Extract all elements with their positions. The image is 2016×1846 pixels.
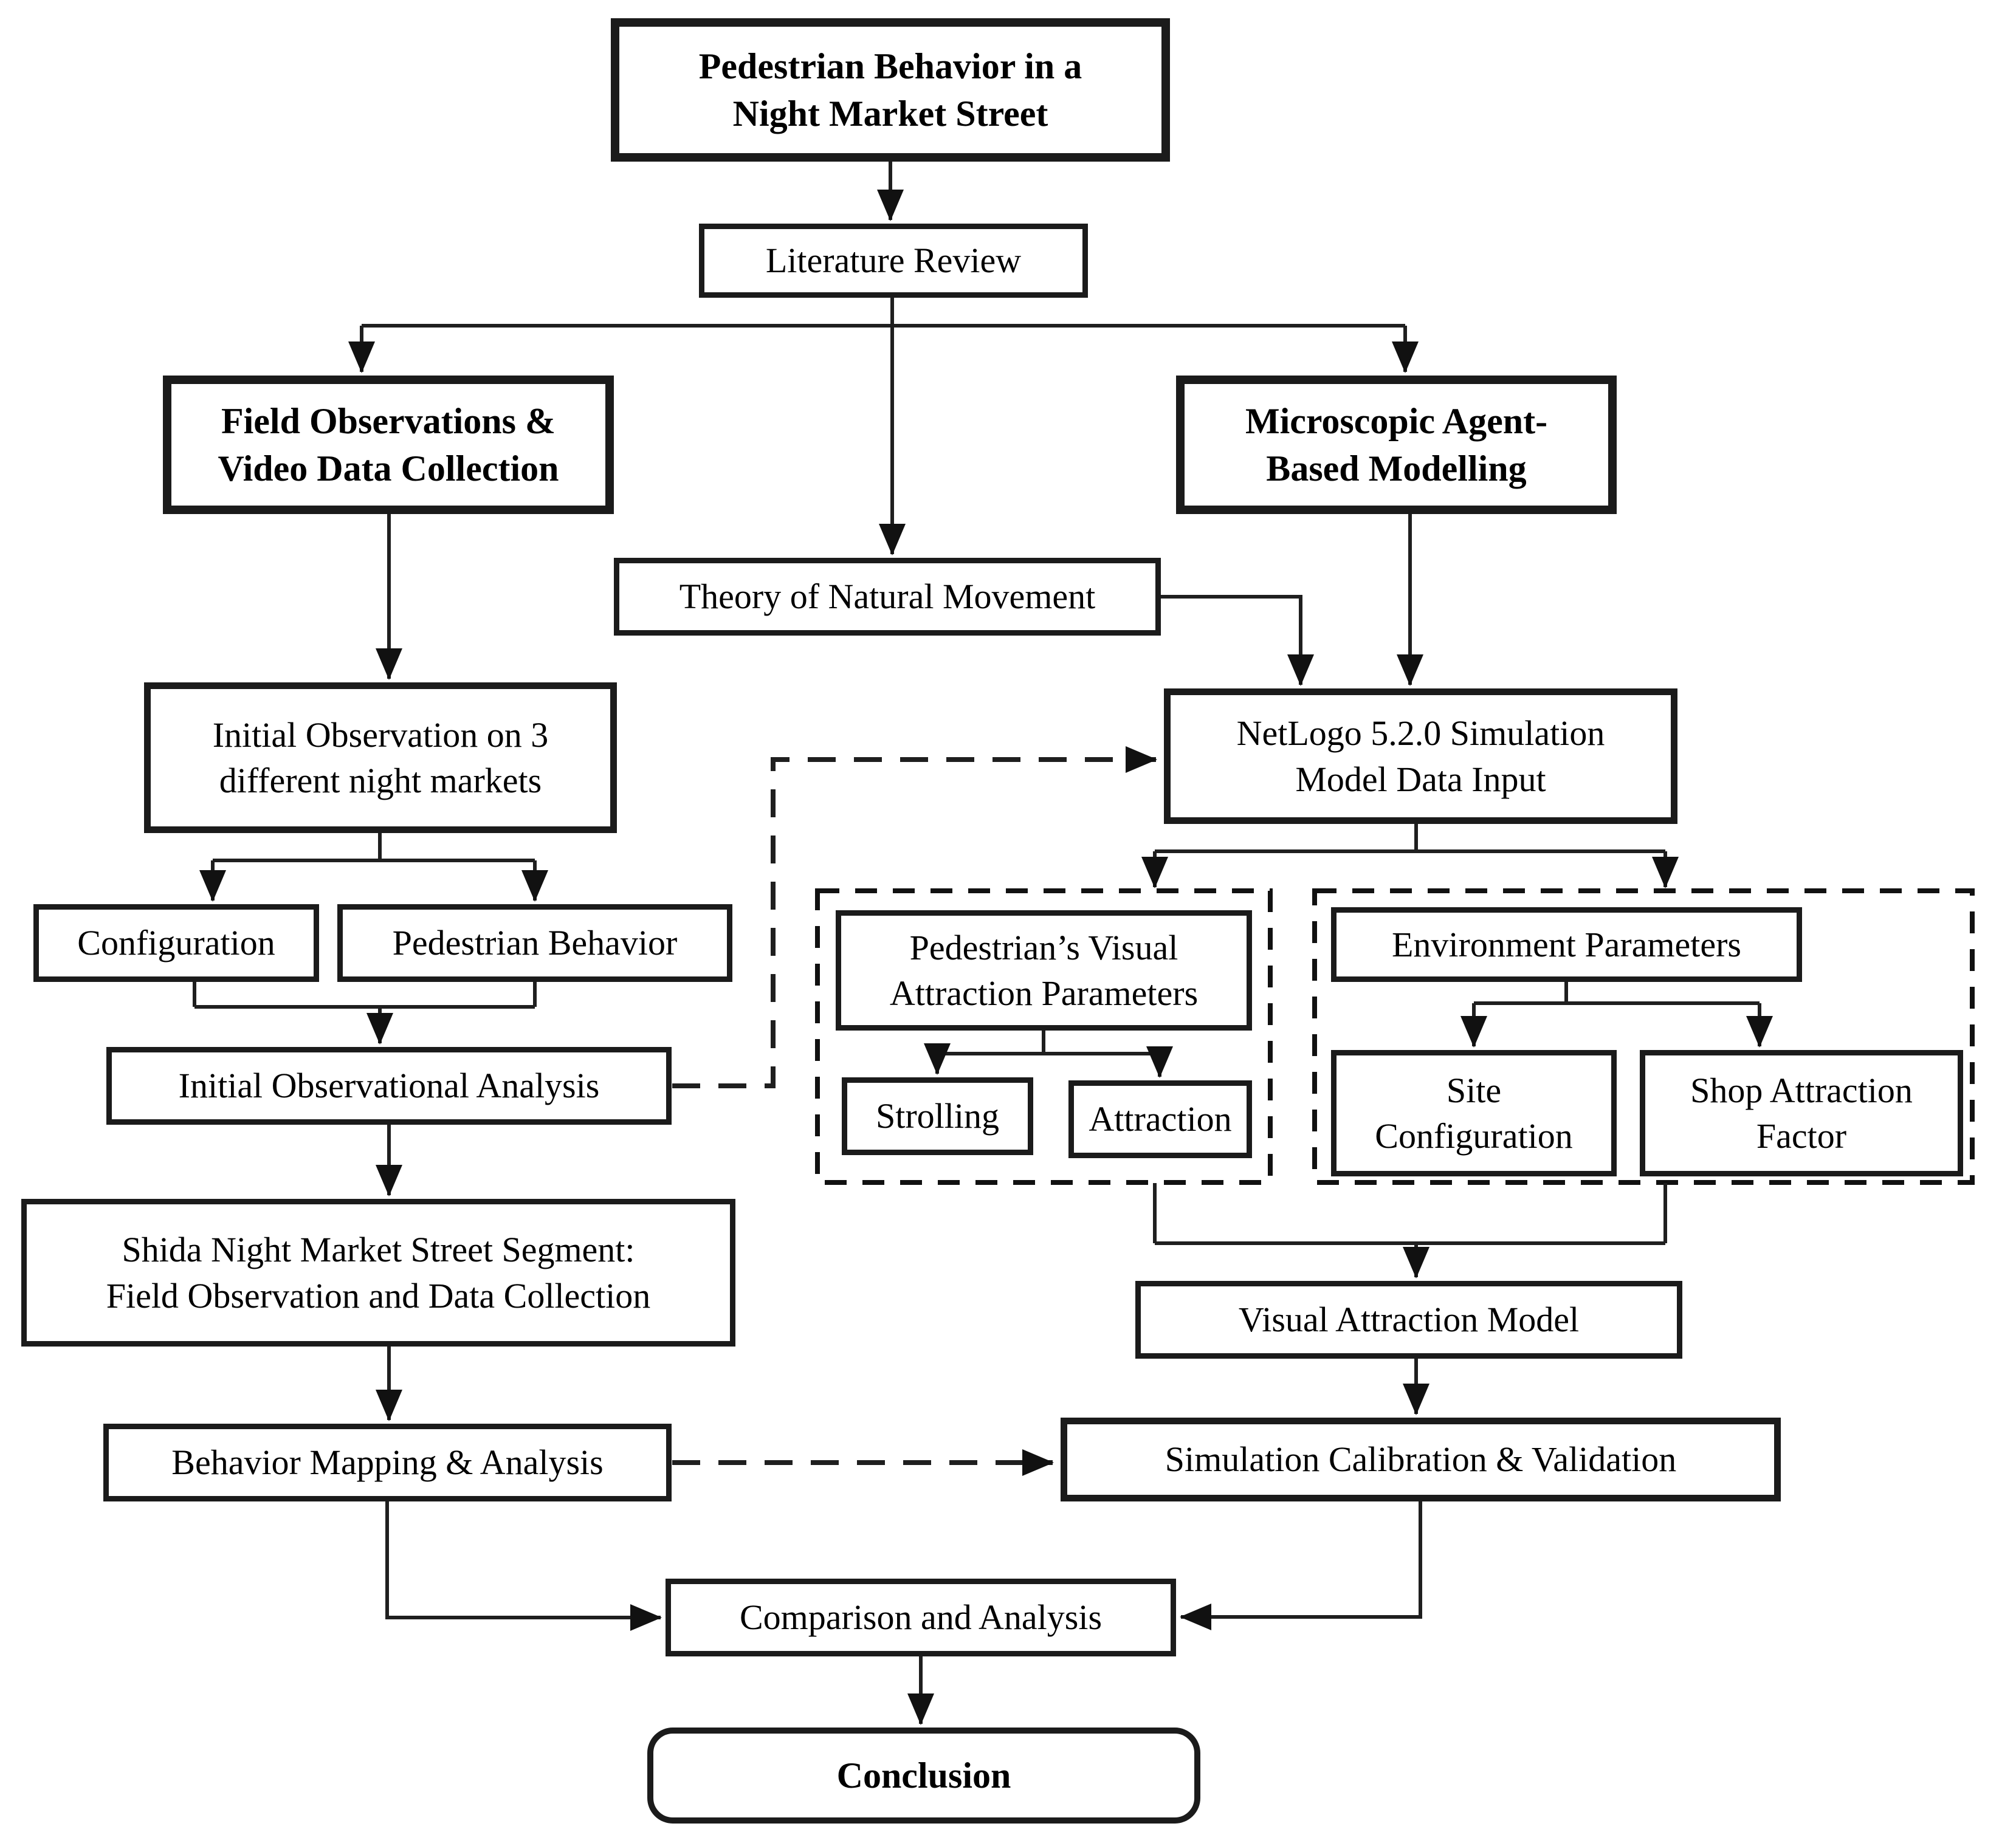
node-environment-parameters: Environment Parameters xyxy=(1331,907,1802,982)
node-attraction: Attraction xyxy=(1068,1080,1252,1158)
node-shida-segment-label: Shida Night Market Street Segment: Field… xyxy=(106,1230,651,1316)
group-environment-params-outline xyxy=(1312,888,1975,1185)
node-netlogo-input: NetLogo 5.2.0 Simulation Model Data Inpu… xyxy=(1164,688,1677,824)
node-pvap-label: Pedestrian’s Visual Attraction Parameter… xyxy=(889,927,1199,1013)
node-attraction-label: Attraction xyxy=(1089,1099,1232,1139)
node-environment-parameters-label: Environment Parameters xyxy=(1392,924,1741,964)
node-initial-observational-analysis-label: Initial Observational Analysis xyxy=(178,1066,600,1106)
node-comparison-analysis-label: Comparison and Analysis xyxy=(739,1597,1103,1638)
group-pedestrian-visual-params-outline xyxy=(815,888,1273,1185)
node-microscopic-abm: Microscopic Agent- Based Modelling xyxy=(1176,376,1617,514)
node-conclusion-label: Conclusion xyxy=(836,1755,1011,1796)
node-netlogo-input-label: NetLogo 5.2.0 Simulation Model Data Inpu… xyxy=(1236,713,1605,799)
node-initial-observation: Initial Observation on 3 different night… xyxy=(144,682,617,833)
node-simulation-calibration: Simulation Calibration & Validation xyxy=(1061,1418,1781,1501)
node-theory-natural-movement: Theory of Natural Movement xyxy=(614,558,1161,636)
node-initial-observational-analysis: Initial Observational Analysis xyxy=(106,1047,672,1125)
node-title: Pedestrian Behavior in a Night Market St… xyxy=(611,18,1170,162)
node-shop-attraction-factor: Shop Attraction Factor xyxy=(1640,1050,1963,1176)
node-field-observations: Field Observations & Video Data Collecti… xyxy=(163,376,614,514)
node-pedestrian-behavior-label: Pedestrian Behavior xyxy=(392,923,678,963)
node-strolling-label: Strolling xyxy=(875,1096,1000,1136)
node-microscopic-abm-label: Microscopic Agent- Based Modelling xyxy=(1245,401,1548,489)
node-behavior-mapping-label: Behavior Mapping & Analysis xyxy=(171,1443,604,1483)
node-configuration: Configuration xyxy=(33,904,319,982)
edge-simulation-to-comparison xyxy=(1180,1501,1422,1630)
node-shop-attraction-factor-label: Shop Attraction Factor xyxy=(1690,1070,1913,1156)
node-site-configuration: Site Configuration xyxy=(1331,1050,1617,1176)
node-pedestrians-visual-attraction-parameters: Pedestrian’s Visual Attraction Parameter… xyxy=(836,910,1252,1031)
edge-bm-to-comparison xyxy=(385,1501,662,1631)
node-configuration-label: Configuration xyxy=(77,923,275,963)
edge-dashed-ioa-to-netlogo xyxy=(672,746,1157,1088)
edge-theory-to-netlogo xyxy=(1161,595,1314,686)
node-conclusion: Conclusion xyxy=(647,1728,1200,1824)
node-literature-review: Literature Review xyxy=(699,224,1088,298)
node-site-configuration-label: Site Configuration xyxy=(1375,1070,1573,1156)
node-visual-attraction-model-label: Visual Attraction Model xyxy=(1238,1300,1580,1340)
node-shida-segment: Shida Night Market Street Segment: Field… xyxy=(21,1199,735,1347)
node-field-observations-label: Field Observations & Video Data Collecti… xyxy=(218,401,559,489)
node-pedestrian-behavior: Pedestrian Behavior xyxy=(337,904,732,982)
node-title-label: Pedestrian Behavior in a Night Market St… xyxy=(698,46,1082,134)
node-initial-observation-label: Initial Observation on 3 different night… xyxy=(212,715,549,800)
node-comparison-analysis: Comparison and Analysis xyxy=(666,1579,1176,1656)
node-literature-review-label: Literature Review xyxy=(765,241,1022,281)
node-strolling: Strolling xyxy=(842,1077,1033,1155)
node-simulation-calibration-label: Simulation Calibration & Validation xyxy=(1165,1439,1677,1480)
node-behavior-mapping: Behavior Mapping & Analysis xyxy=(103,1424,672,1501)
node-theory-natural-movement-label: Theory of Natural Movement xyxy=(679,577,1096,617)
node-visual-attraction-model: Visual Attraction Model xyxy=(1135,1281,1682,1359)
